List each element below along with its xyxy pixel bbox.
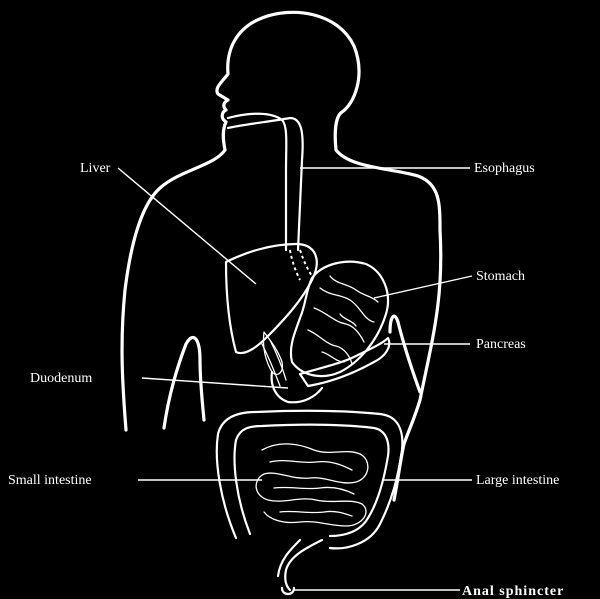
small-intestine-coils: [255, 443, 369, 527]
liver-leader: [117, 167, 257, 285]
colon-inner: [233, 423, 390, 538]
label-duodenum: Duodenum: [30, 371, 92, 386]
pancreas-outline: [298, 336, 391, 388]
esophagus-left-wall: [226, 112, 288, 252]
label-small-intestine: Small intestine: [8, 473, 92, 488]
label-anal-sphincter: Anal sphincter: [462, 584, 564, 599]
pancreas: [298, 336, 391, 388]
bile-ducts: [261, 339, 287, 387]
right-torso-inner: [388, 314, 422, 394]
left-torso-inner: [162, 336, 206, 430]
small-intestine: [255, 443, 369, 527]
anal-sphincter-ring: [280, 586, 296, 596]
label-stomach: Stomach: [476, 269, 525, 284]
colon-outer: [215, 409, 404, 550]
stomach-outline: [289, 260, 390, 378]
esophagus-right-wall: [226, 116, 304, 252]
label-esophagus: Esophagus: [474, 161, 535, 176]
label-large-intestine: Large intestine: [476, 473, 559, 488]
esophagus-behind-liver-2: [299, 249, 313, 277]
label-pancreas: Pancreas: [476, 337, 526, 352]
body-silhouette: [215, 10, 443, 502]
large-intestine: [215, 409, 404, 592]
leader-lines: [117, 167, 473, 591]
duodenum-leader: [141, 377, 289, 389]
liver-outline: [224, 242, 318, 355]
rectum: [276, 538, 324, 592]
gallbladder: [262, 331, 284, 376]
left-arm-outline: [120, 148, 227, 432]
body-outline: [120, 10, 443, 502]
stomach-leader: [373, 275, 473, 299]
label-liver: Liver: [80, 161, 111, 176]
esophagus: [226, 112, 313, 281]
stomach: [289, 260, 390, 378]
liver: [224, 242, 318, 376]
duodenum: [261, 339, 324, 404]
labels: Liver Esophagus Stomach Pancreas Duodenu…: [8, 161, 564, 599]
esophagus-behind-liver: [289, 249, 301, 281]
stomach-folds: [307, 275, 379, 365]
duodenum-outline: [270, 370, 324, 404]
anus: [280, 586, 296, 596]
